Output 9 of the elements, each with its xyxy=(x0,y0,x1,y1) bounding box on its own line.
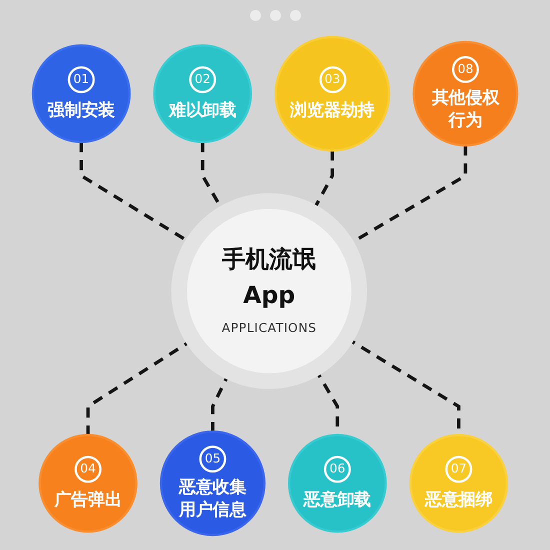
node-circle: 05 恶意收集用户信息 xyxy=(160,430,266,536)
node-circle: 06 恶意卸载 xyxy=(288,434,387,533)
node-circle: 04 广告弹出 xyxy=(38,434,138,533)
node-circle: 02 难以卸载 xyxy=(153,44,252,144)
node-circle: 01 强制安装 xyxy=(32,44,131,144)
node-circle: 07 恶意捆绑 xyxy=(409,434,508,533)
node-circle: 03 浏览器劫持 xyxy=(274,36,390,152)
node-circle: 08 其他侵权行为 xyxy=(412,40,518,146)
node-circle: 手机流氓 App APPLICATIONS xyxy=(171,193,368,389)
